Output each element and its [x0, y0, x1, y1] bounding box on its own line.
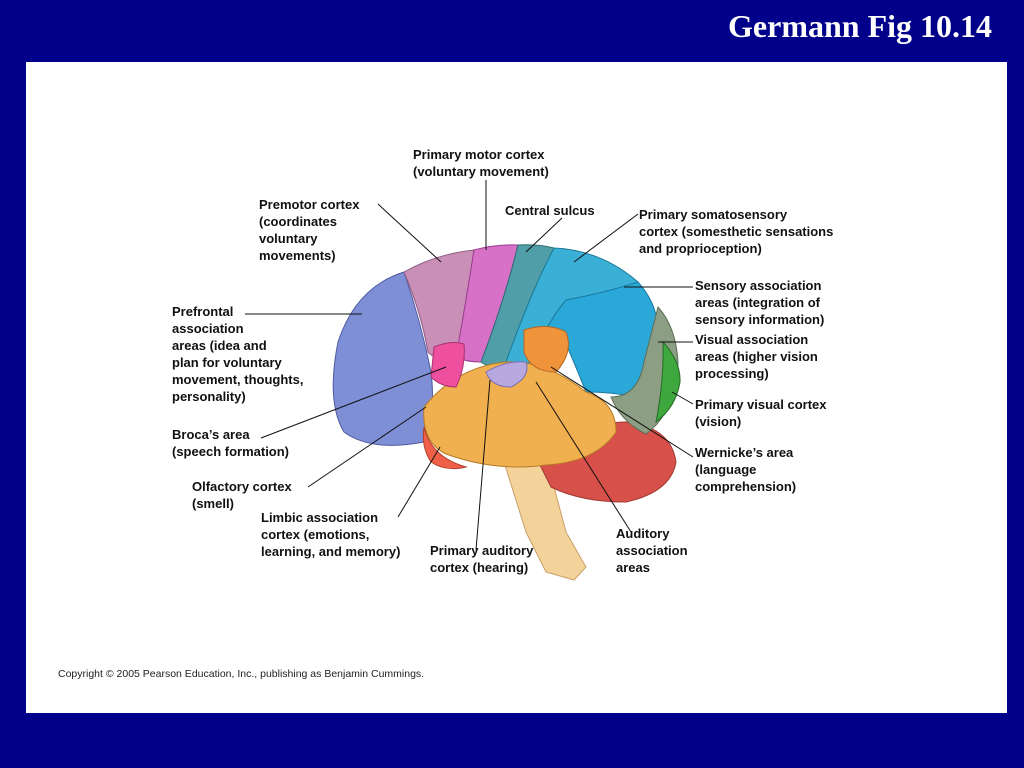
region-prefrontal: [332, 271, 433, 446]
label-wernickes-area: Wernicke’s area (language comprehension): [695, 445, 797, 494]
label-primary-auditory: Primary auditory cortex (hearing): [430, 543, 534, 575]
region-primary-auditory: [485, 361, 528, 388]
slide-title: Germann Fig 10.14: [728, 8, 992, 44]
label-olfactory-cortex: Olfactory cortex (smell): [192, 479, 292, 511]
label-visual-association: Visual association areas (higher vision …: [695, 332, 818, 381]
label-limbic-association: Limbic association cortex (emotions, lea…: [261, 510, 401, 559]
label-primary-visual-cortex: Primary visual cortex (vision): [695, 397, 827, 429]
label-primary-somatosensory: Primary somatosensory cortex (somestheti…: [639, 207, 834, 256]
region-primary-visual: [655, 340, 681, 424]
label-central-sulcus: Central sulcus: [505, 203, 595, 218]
copyright-notice: Copyright © 2005 Pearson Education, Inc.…: [58, 668, 425, 680]
label-sensory-association: Sensory association areas (integration o…: [695, 278, 825, 327]
label-primary-motor-cortex: Primary motor cortex (voluntary movement…: [413, 147, 549, 179]
leader-lines: [245, 180, 694, 551]
figure-panel: Primary motor cortex (voluntary movement…: [26, 62, 1007, 713]
region-limbic: [422, 426, 468, 470]
label-auditory-association: Auditory association areas: [616, 526, 688, 575]
brain-diagram: [245, 180, 694, 581]
region-temporal: [423, 361, 617, 468]
label-brocas-area: Broca’s area (speech formation): [172, 427, 290, 459]
label-premotor-cortex: Premotor cortex (coordinates voluntary m…: [259, 197, 360, 263]
region-wernicke: [523, 326, 569, 373]
label-prefrontal-association: Prefrontal association areas (idea and p…: [172, 304, 304, 404]
region-broca: [430, 342, 465, 388]
